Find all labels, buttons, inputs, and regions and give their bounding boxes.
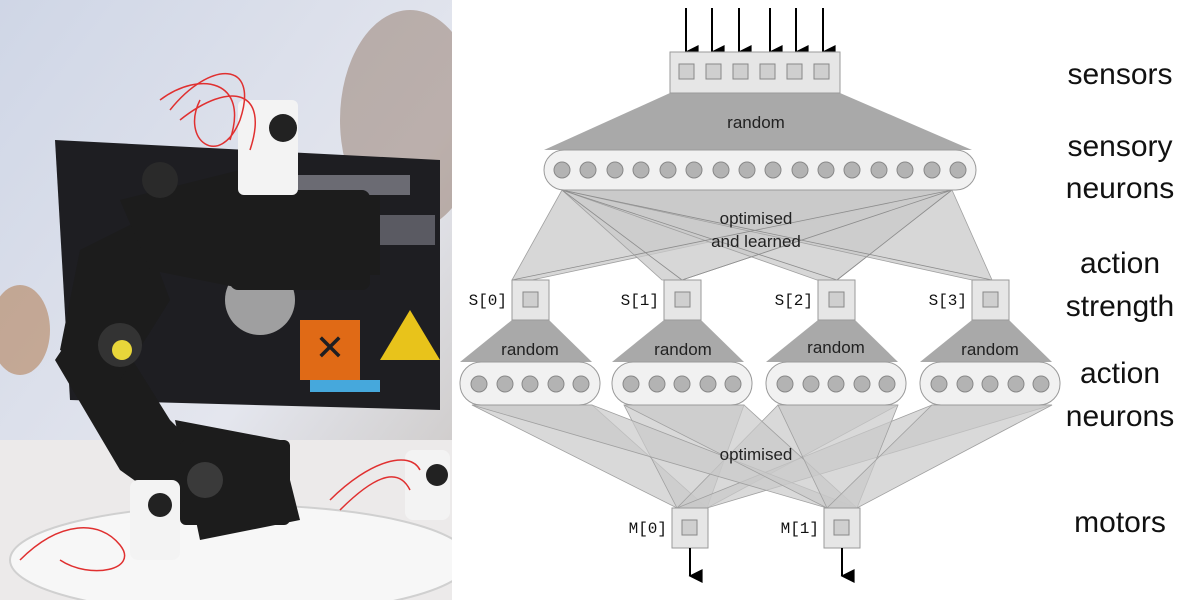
row-label-sensory-2: neurons xyxy=(1066,172,1174,205)
action-neuron-group-1 xyxy=(611,361,753,406)
action-random-label-1: random xyxy=(654,340,712,359)
row-label-action-neurons-2: neurons xyxy=(1066,400,1174,433)
motor-boxes xyxy=(671,507,861,549)
row-label-strength-2: strength xyxy=(1066,290,1174,323)
strength-label-2: S[2] xyxy=(775,292,813,310)
red-wires xyxy=(19,73,421,572)
funnel-label-bottom: optimised xyxy=(720,445,793,464)
action-random-label-0: random xyxy=(501,340,559,359)
funnel-label-top: random xyxy=(727,113,785,132)
action-strength-boxes xyxy=(511,279,1010,321)
row-labels: sensors sensory neurons action strength … xyxy=(1066,58,1174,539)
row-label-sensory-1: sensory xyxy=(1067,130,1172,163)
row-label-sensors: sensors xyxy=(1067,58,1172,91)
camera-mounts xyxy=(130,100,450,560)
output-arrows xyxy=(688,548,855,583)
row-label-motors: motors xyxy=(1074,506,1166,539)
row-label-action-neurons-1: action xyxy=(1080,357,1160,390)
robot-arm-photo: ✕ xyxy=(0,0,452,600)
svg-text:✕: ✕ xyxy=(315,327,345,368)
action-neuron-group-3 xyxy=(919,361,1061,406)
motor-label-1: M[1] xyxy=(781,520,819,538)
sensory-neurons xyxy=(543,149,977,191)
action-neurons xyxy=(459,361,1061,406)
funnel-label-middle-1: optimised xyxy=(720,209,793,228)
strength-label-3: S[3] xyxy=(929,292,967,310)
network-diagram: random optimised and learned optimised r… xyxy=(459,8,1174,583)
action-random-funnels xyxy=(460,320,1052,362)
sensors-box xyxy=(669,51,841,94)
action-random-label-3: random xyxy=(961,340,1019,359)
action-neuron-group-2 xyxy=(765,361,907,406)
funnel-label-middle-2: and learned xyxy=(711,232,801,251)
learned-lines xyxy=(511,189,993,281)
robot-arm xyxy=(55,162,380,540)
action-random-label-2: random xyxy=(807,338,865,357)
action-neuron-group-0 xyxy=(459,361,601,406)
motor-label-0: M[0] xyxy=(629,520,667,538)
row-label-strength-1: action xyxy=(1080,247,1160,280)
strength-label-1: S[1] xyxy=(621,292,659,310)
strength-label-0: S[0] xyxy=(469,292,507,310)
random-funnel-top xyxy=(544,93,972,150)
input-arrows xyxy=(684,8,836,59)
